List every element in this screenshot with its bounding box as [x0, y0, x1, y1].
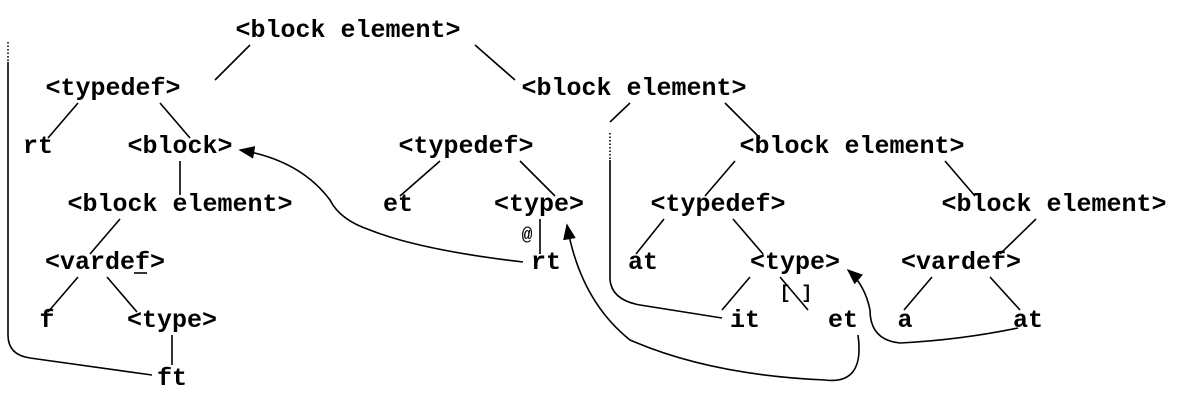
node-type: <type>	[494, 190, 584, 219]
node-rt: rt	[531, 248, 561, 277]
node-block-element: <block element>	[67, 190, 292, 219]
node-at: at	[628, 248, 658, 277]
node-vardef: <vardef>	[45, 248, 165, 277]
array-symbol: [ ]	[780, 284, 812, 304]
node-f: f	[39, 306, 54, 335]
node-it: it	[730, 306, 760, 335]
node-a: a	[897, 306, 912, 335]
node-ft: ft	[157, 364, 187, 393]
scope-links	[7, 42, 723, 376]
node-type: <type>	[750, 248, 840, 277]
node-block-element: <block element>	[521, 74, 746, 103]
node-rt: rt	[23, 132, 53, 161]
tree-edges	[47, 44, 1037, 365]
pointer-symbol: @	[522, 226, 533, 246]
node-typedef: <typedef>	[650, 190, 785, 219]
node-block: <block>	[127, 132, 232, 161]
node-root-block-element: <block element>	[235, 16, 460, 45]
node-block-element: <block element>	[739, 132, 964, 161]
reference-arrows	[238, 146, 1019, 382]
node-at: at	[1013, 306, 1043, 335]
node-et: et	[383, 190, 413, 219]
node-block-element: <block element>	[941, 190, 1166, 219]
node-et: et	[828, 306, 858, 335]
node-typedef: <typedef>	[45, 74, 180, 103]
tree-nodes: <block element> <typedef> <block element…	[23, 16, 1167, 393]
node-typedef: <typedef>	[398, 132, 533, 161]
node-vardef: <vardef>	[901, 248, 1021, 277]
node-type: <type>	[127, 306, 217, 335]
